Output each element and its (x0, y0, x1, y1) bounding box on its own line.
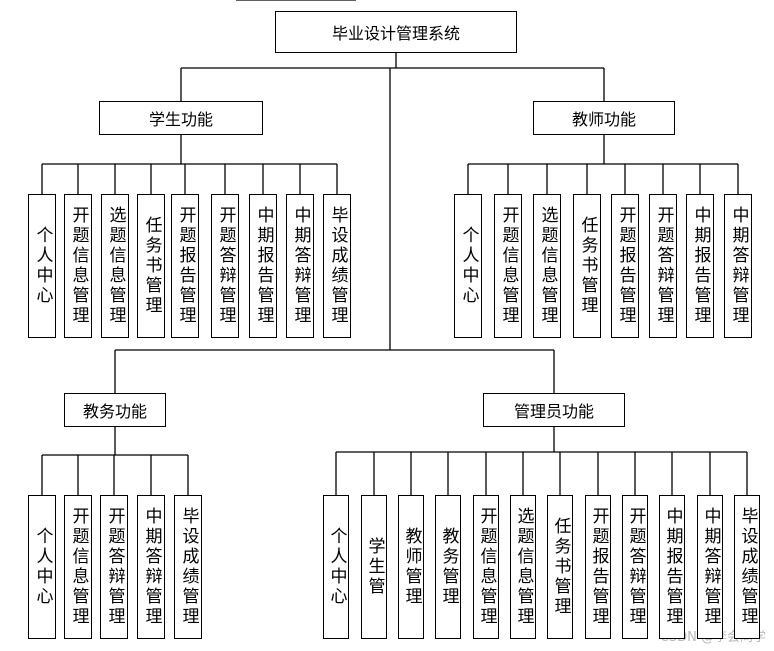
student-function-box: 选题信息管理 (101, 194, 129, 338)
academic-affairs-function-box: 开题信息管理 (64, 495, 92, 639)
teacher-function-box: 中期报告管理 (686, 194, 714, 338)
student-function-box: 个人中心 (28, 194, 56, 338)
admin-function-box: 开题答辩管理 (622, 495, 648, 639)
teacher-function-box: 中期答辩管理 (724, 194, 752, 338)
student-function-box: 任务书管理 (137, 194, 165, 338)
admin-function-box: 中期答辩管理 (697, 495, 723, 639)
admin-function-box: 教务管理 (435, 495, 461, 639)
teacher-function-box: 开题信息管理 (494, 194, 522, 338)
admin-function-box: 毕设成绩管理 (734, 495, 760, 639)
academic-affairs-function-box: 个人中心 (28, 495, 56, 639)
group-node-academic-affairs: 教务功能 (64, 393, 166, 427)
student-function-box: 开题答辩管理 (211, 194, 239, 338)
teacher-function-box: 选题信息管理 (533, 194, 561, 338)
student-function-box: 毕设成绩管理 (323, 194, 351, 338)
student-function-box: 开题信息管理 (64, 194, 92, 338)
group-node-student: 学生功能 (99, 101, 263, 135)
student-function-box: 中期答辩管理 (286, 194, 314, 338)
teacher-function-box: 开题答辩管理 (649, 194, 677, 338)
academic-affairs-function-box: 中期答辩管理 (137, 495, 165, 639)
group-node-teacher: 教师功能 (533, 101, 675, 135)
admin-function-box: 中期报告管理 (659, 495, 685, 639)
admin-function-box: 任务书管理 (547, 495, 573, 639)
teacher-function-box: 个人中心 (454, 194, 482, 338)
student-function-box: 开题报告管理 (171, 194, 199, 338)
academic-affairs-function-box: 开题答辩管理 (100, 495, 128, 639)
admin-function-box: 选题信息管理 (510, 495, 536, 639)
student-function-box: 中期报告管理 (249, 194, 277, 338)
admin-function-box: 开题报告管理 (585, 495, 611, 639)
admin-function-box: 个人中心 (323, 495, 349, 639)
group-node-admin: 管理员功能 (483, 393, 625, 427)
admin-function-box: 学生管 (361, 495, 387, 639)
admin-function-box: 教师管理 (398, 495, 424, 639)
root-node: 毕业设计管理系统 (275, 11, 517, 53)
teacher-function-box: 开题报告管理 (611, 194, 639, 338)
academic-affairs-function-box: 毕设成绩管理 (174, 495, 202, 639)
admin-function-box: 开题信息管理 (473, 495, 499, 639)
teacher-function-box: 任务书管理 (573, 194, 601, 338)
